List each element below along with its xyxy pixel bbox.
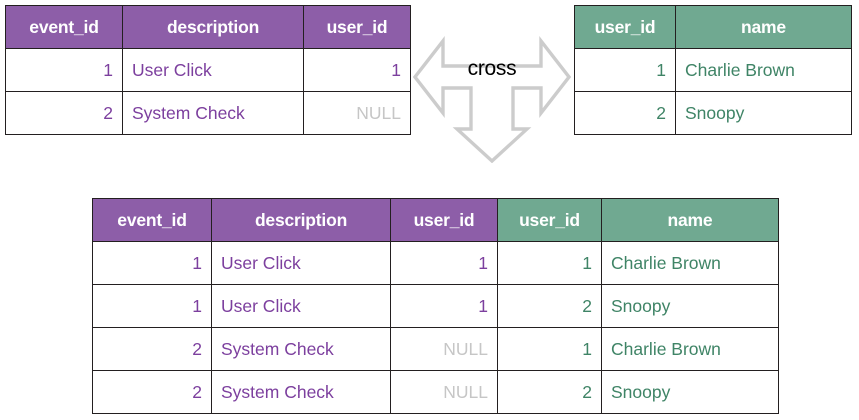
cell-name: Snoopy xyxy=(601,284,779,328)
cell-name: Charlie Brown xyxy=(675,48,852,92)
table-row: 2 System Check NULL xyxy=(5,91,411,135)
column-header-description: description xyxy=(122,5,304,49)
cell-description: System Check xyxy=(211,370,391,414)
table-row: 2 Snoopy xyxy=(574,91,852,135)
cell-event-id: 1 xyxy=(92,284,212,328)
table-header-row: user_id name xyxy=(574,5,852,49)
cell-name: Snoopy xyxy=(601,370,779,414)
column-header-event-id: event_id xyxy=(92,198,212,242)
column-header-user-id: user_id xyxy=(574,5,676,49)
cell-name: Snoopy xyxy=(675,91,852,135)
users-table: user_id name 1 Charlie Brown 2 Snoopy xyxy=(574,5,852,135)
events-table: event_id description user_id 1 User Clic… xyxy=(5,5,411,135)
cell-user-id-null: NULL xyxy=(303,91,411,135)
cell-user-id-left-null: NULL xyxy=(390,327,498,371)
table-header-row: event_id description user_id user_id nam… xyxy=(92,198,779,242)
cell-user-id-right: 2 xyxy=(497,370,602,414)
column-header-event-id: event_id xyxy=(5,5,123,49)
cell-user-id: 2 xyxy=(574,91,676,135)
table-row: 1 User Click 1 xyxy=(5,48,411,92)
table-row: 1 User Click 1 2 Snoopy xyxy=(92,284,779,328)
table-row: 1 User Click 1 1 Charlie Brown xyxy=(92,241,779,285)
column-header-user-id-right: user_id xyxy=(497,198,602,242)
cell-description: User Click xyxy=(211,241,391,285)
cell-name: Charlie Brown xyxy=(601,327,779,371)
cell-description: System Check xyxy=(122,91,304,135)
table-row: 1 Charlie Brown xyxy=(574,48,852,92)
three-way-arrow-icon xyxy=(413,33,571,163)
column-header-name: name xyxy=(675,5,852,49)
cell-event-id: 2 xyxy=(92,327,212,371)
column-header-name: name xyxy=(601,198,779,242)
cell-description: User Click xyxy=(211,284,391,328)
cell-user-id: 1 xyxy=(574,48,676,92)
cell-event-id: 2 xyxy=(92,370,212,414)
table-header-row: event_id description user_id xyxy=(5,5,411,49)
table-row: 2 System Check NULL 1 Charlie Brown xyxy=(92,327,779,371)
cell-event-id: 2 xyxy=(5,91,123,135)
cell-user-id-right: 1 xyxy=(497,241,602,285)
cell-description: System Check xyxy=(211,327,391,371)
cell-user-id-left: 1 xyxy=(390,241,498,285)
cell-user-id-left: 1 xyxy=(390,284,498,328)
cell-description: User Click xyxy=(122,48,304,92)
table-row: 2 System Check NULL 2 Snoopy xyxy=(92,370,779,414)
cell-user-id: 1 xyxy=(303,48,411,92)
cell-user-id-right: 2 xyxy=(497,284,602,328)
result-table: event_id description user_id user_id nam… xyxy=(92,198,779,414)
cell-event-id: 1 xyxy=(5,48,123,92)
cell-user-id-right: 1 xyxy=(497,327,602,371)
cell-name: Charlie Brown xyxy=(601,241,779,285)
cell-user-id-left-null: NULL xyxy=(390,370,498,414)
column-header-description: description xyxy=(211,198,391,242)
cell-event-id: 1 xyxy=(92,241,212,285)
column-header-user-id-left: user_id xyxy=(390,198,498,242)
column-header-user-id: user_id xyxy=(303,5,411,49)
